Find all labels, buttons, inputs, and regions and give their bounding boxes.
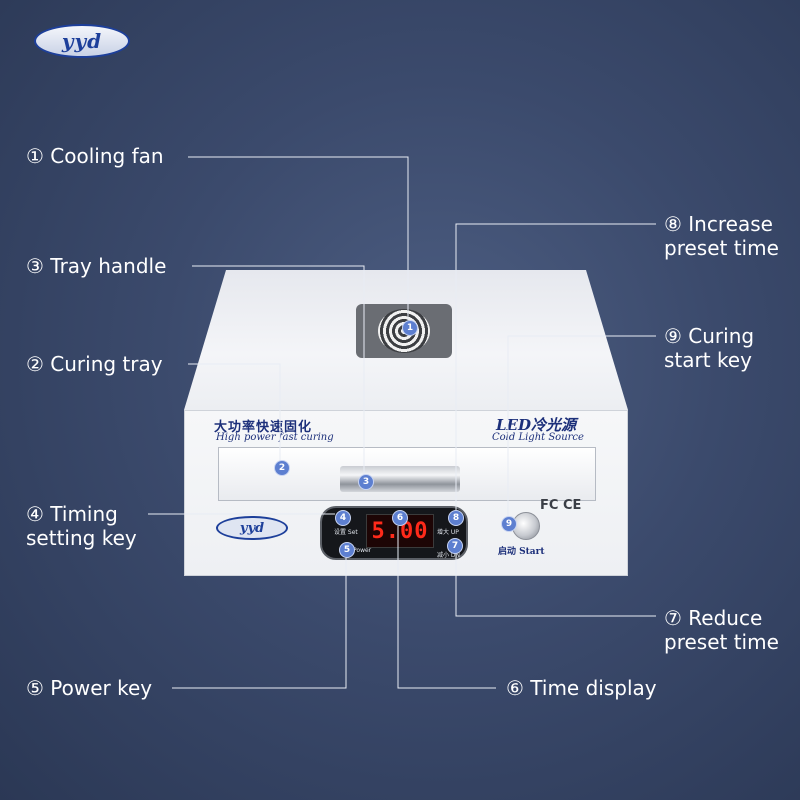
label-timing-key-line1: ④ Timing xyxy=(26,502,118,526)
label-reduce-line2: preset time xyxy=(664,630,779,654)
label-timing-key-line2: setting key xyxy=(26,526,137,550)
label-increase-line1: ⑧ Increase xyxy=(664,212,773,236)
brand-logo: yyd xyxy=(34,24,130,58)
label-reduce-line1: ⑦ Reduce xyxy=(664,606,763,630)
brand-logo-text: yyd xyxy=(61,29,103,53)
label-cooling-fan: ① Cooling fan xyxy=(26,144,164,168)
leader-line-power-key xyxy=(172,558,347,689)
label-curing-start-line1: ⑨ Curing xyxy=(664,324,755,348)
label-increase-line2: preset time xyxy=(664,236,779,260)
leader-line-reduce xyxy=(455,554,656,617)
leader-line-time-display xyxy=(397,526,496,689)
label-power-key: ⑤ Power key xyxy=(26,676,153,700)
leader-line-increase xyxy=(455,223,656,510)
leader-line-cooling-fan xyxy=(188,156,409,320)
label-tray-handle: ③ Tray handle xyxy=(26,254,167,278)
label-curing-tray: ② Curing tray xyxy=(26,352,163,376)
label-curing-start-line2: start key xyxy=(664,348,752,372)
label-time-display: ⑥ Time display xyxy=(506,676,657,700)
leader-line-start-key xyxy=(507,335,656,516)
leader-line-curing-tray xyxy=(188,363,281,460)
leader-line-tray-handle xyxy=(192,265,365,474)
